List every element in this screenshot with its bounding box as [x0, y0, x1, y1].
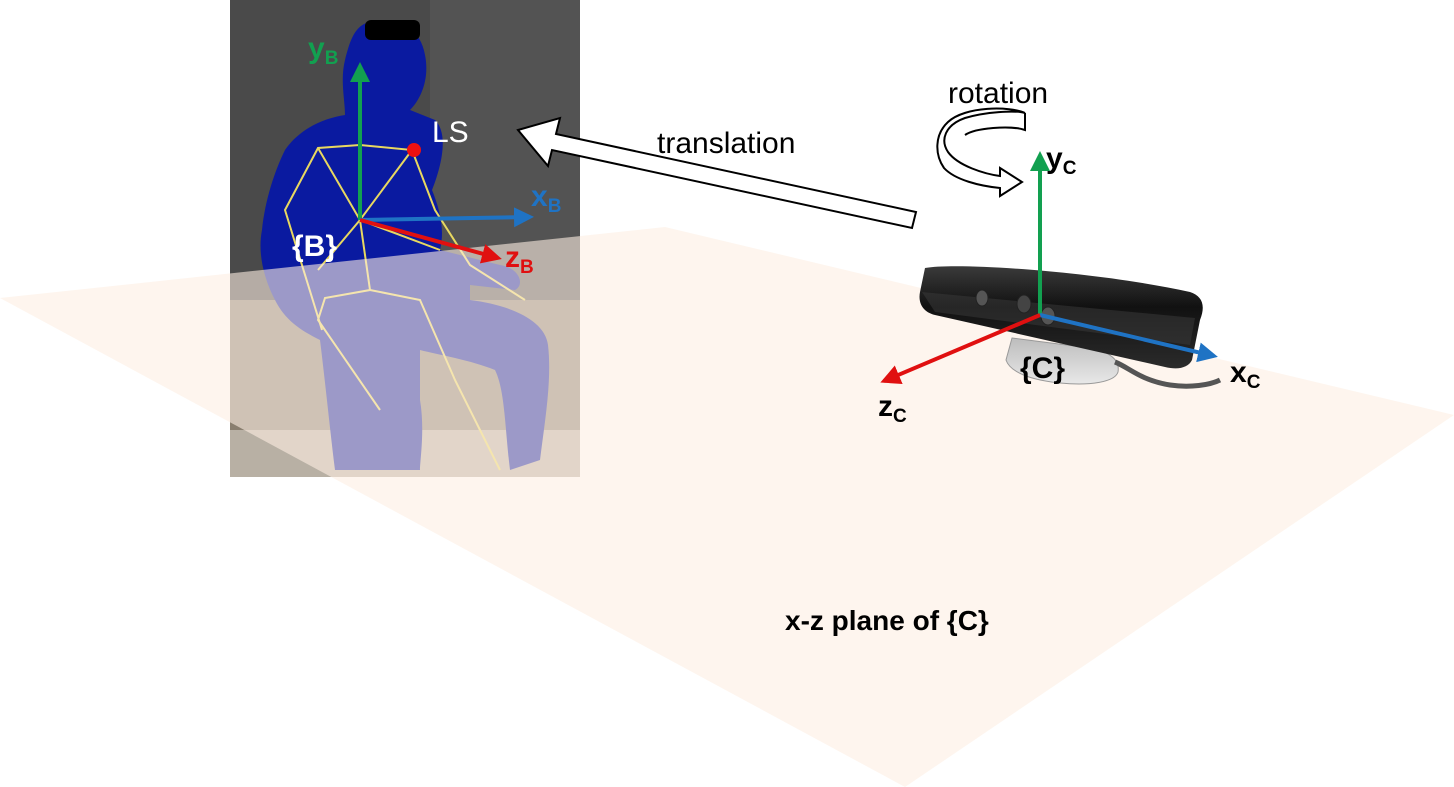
frame-b-axes	[350, 62, 534, 264]
left-shoulder-joint	[407, 143, 421, 157]
yc-label: yC	[1046, 142, 1077, 179]
camera-ir-lens	[975, 289, 989, 307]
zc-axis	[880, 313, 1041, 384]
zc-label: zC	[878, 390, 907, 427]
zb-label: zB	[505, 241, 534, 278]
frame-c-label: {C}	[1020, 352, 1065, 385]
frame-c-axes	[880, 151, 1218, 384]
plane-label: x-z plane of {C}	[785, 605, 989, 636]
xz-plane	[0, 227, 1454, 787]
ls-label: LS	[432, 116, 469, 149]
camera-cable	[1113, 359, 1222, 389]
xc-axis	[1039, 313, 1218, 363]
translation-arrow-icon	[516, 116, 918, 230]
yb-label: yB	[308, 32, 338, 69]
frame-b-label: {B}	[292, 230, 337, 263]
camera-rgb-lens	[1016, 294, 1032, 314]
rotation-arrow-icon	[936, 107, 1026, 198]
xc-label: xC	[1230, 356, 1261, 393]
xb-axis	[359, 207, 534, 228]
rotation-label: rotation	[948, 77, 1048, 110]
zb-axis	[359, 218, 502, 264]
xb-label: xB	[531, 180, 561, 217]
translation-label: translation	[657, 127, 795, 160]
